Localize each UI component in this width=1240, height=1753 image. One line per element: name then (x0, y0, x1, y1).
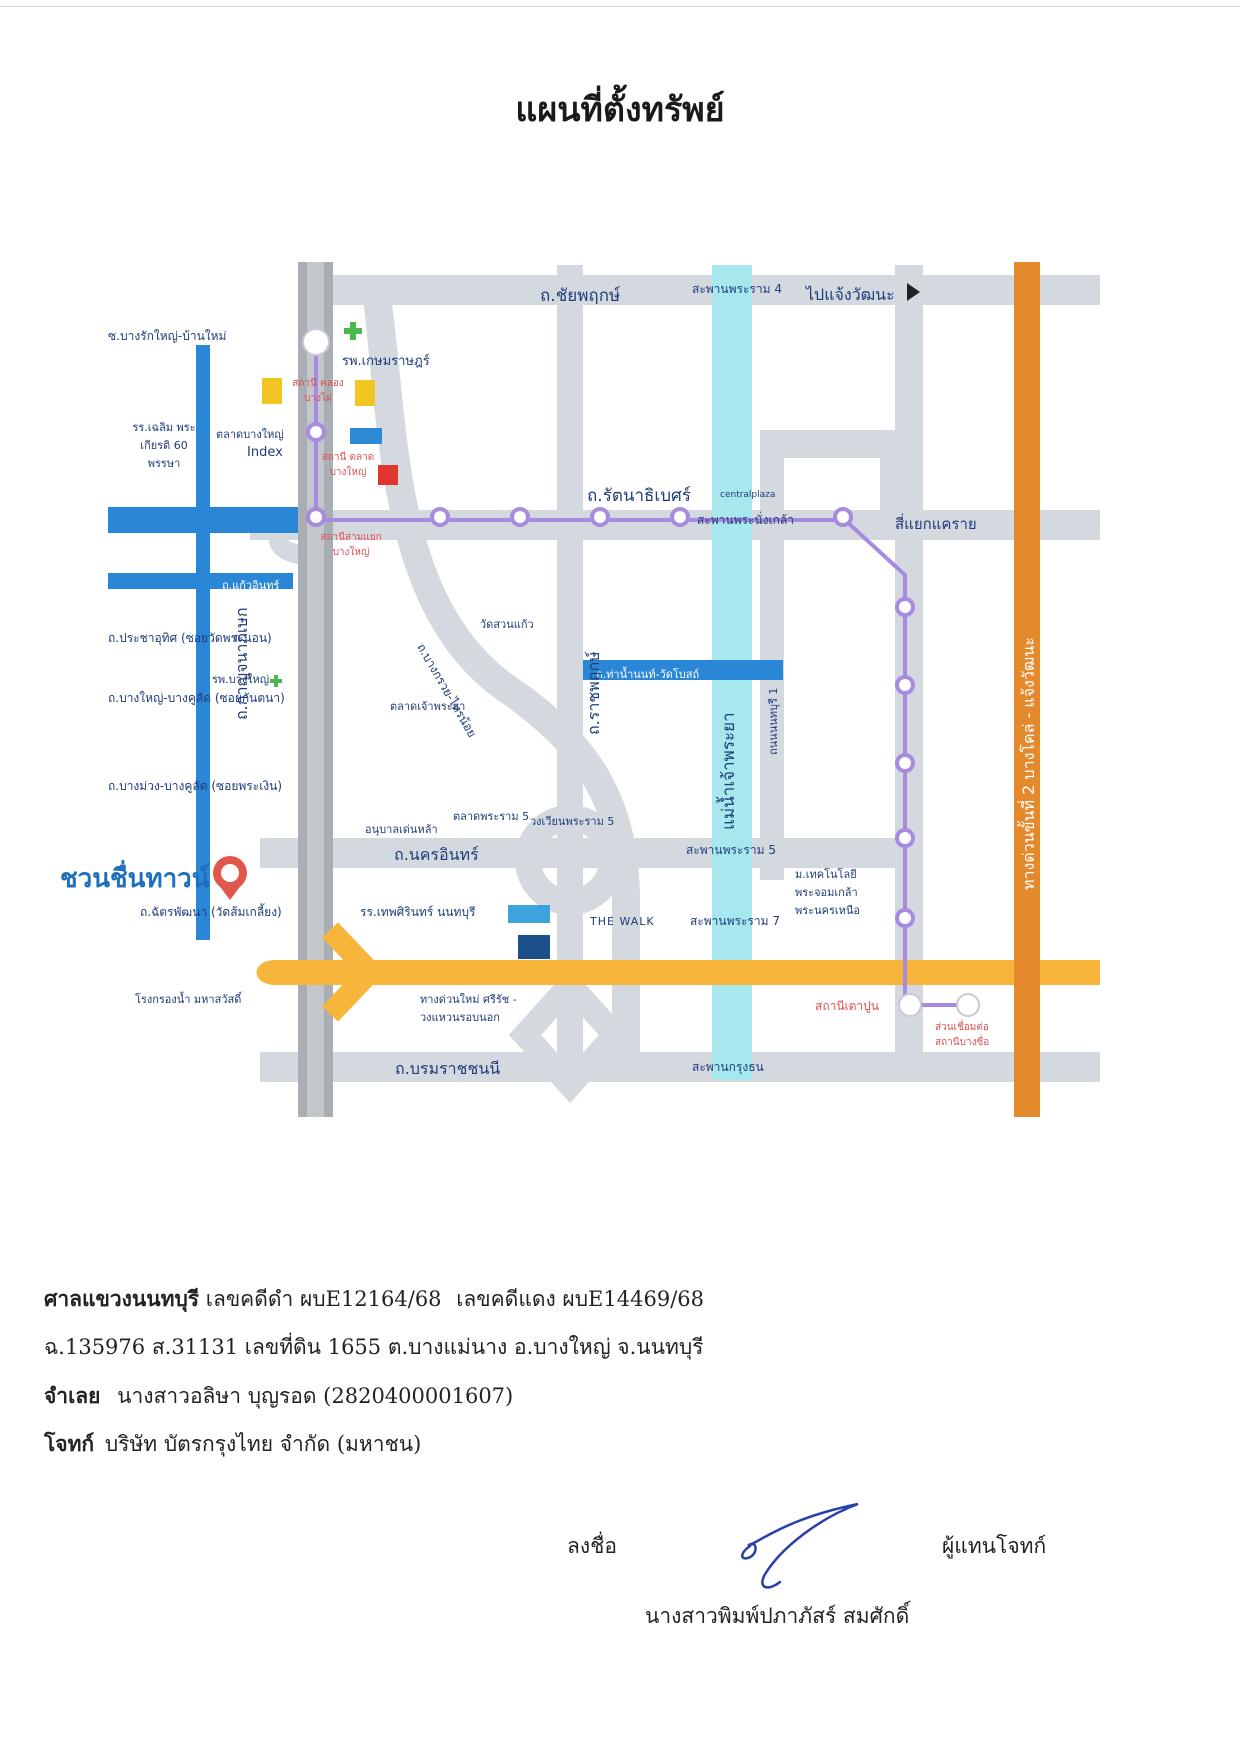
page-title: แผนที่ตั้งทรัพย์ (515, 90, 725, 130)
court-label: ศาลแขวงนนทบุรี (44, 1286, 200, 1311)
road-label: ถ.ฉัตรพัฒนา (วัดส้มเกลี้ยง) (140, 905, 282, 919)
place-label: ม.เทคโนโลยี พระจอมเกล้า พระนครเหนือ (795, 868, 860, 917)
title-deed-line: ฉ.135976 ส.31131 เลขที่ดิน 1655 ต.บางแม่… (44, 1335, 704, 1359)
roundabout-label: วงเวียนพระราม 5 (530, 815, 615, 828)
plaintiff-label: โจทก์ (44, 1431, 95, 1456)
place-label: ตลาดพระราม 5 (453, 810, 530, 823)
place-label: รพ.เกษมราษฎร์ (342, 354, 430, 369)
store-logo-icon (262, 378, 282, 404)
station-label: สถานีเตาปูน (815, 999, 879, 1013)
signatory-name: นางสาวพิมพ์ปภาภัสร์ สมศักดิ์ (645, 1604, 910, 1628)
defendant-value: นางสาวอลิษา บุญรอด (2820400001607) (117, 1384, 514, 1408)
bridge-label: สะพานพระราม 7 (690, 914, 780, 928)
place-label: วัดสวนแก้ว (480, 618, 534, 631)
place-label: อนุบาลเด่นหล้า (365, 823, 438, 836)
plaintiff-line: โจทก์ บริษัท บัตรกรุงไทย จำกัด (มหาชน) (44, 1428, 421, 1461)
road-label: ถ.ประชาอุทิศ (ซอยวัดพระนอน) (108, 631, 272, 645)
bridge-label: สะพานพระราม 5 (686, 843, 776, 857)
defendant-line: จำเลย นางสาวอลิษา บุญรอด (2820400001607) (44, 1380, 513, 1413)
place-label: ทางด่วนใหม่ ศรีรัช - วงแหวนรอบนอก (420, 993, 517, 1024)
sign-label: ลงชื่อ (567, 1534, 617, 1558)
handwritten-signature (741, 1502, 859, 1589)
direction-label: ไปแจ้งวัฒนะ (806, 285, 895, 304)
station-label: สถานีสามแยก บางใหญ่ (320, 532, 382, 558)
road-network (250, 265, 1100, 1103)
road-label-diagonal: ถ.บางกรวย-ไทรน้อย (414, 641, 480, 740)
bridge-label: สะพานกรุงธน (692, 1060, 764, 1074)
bridge-label: สะพานพระราม 4 (692, 282, 782, 296)
case-line-1: ศาลแขวงนนทบุรี เลขคดีดำ ผบE12164/68 เลขค… (44, 1283, 704, 1316)
location-pin-icon (213, 856, 247, 900)
place-label: ตลาดเจ้าพระยา (390, 700, 466, 713)
station-label: สถานี ตลาดบางใหญ่ (321, 452, 375, 478)
place-label: Index (247, 445, 283, 460)
road-label: ถ.บรมราชชนนี (395, 1059, 501, 1078)
place-label: โรงกรองน้ำ มหาสวัสดิ์ (135, 993, 242, 1006)
road-label: ถ.บางม่วง-บางคูลัด (ซอยพระเงิน) (108, 779, 283, 793)
place-label: ตลาดบางใหญ่ (216, 428, 284, 441)
road-label: ถ.แก้วอินทร์ (222, 579, 280, 592)
outer-ring-highway (256, 960, 1100, 985)
defendant-label: จำเลย (44, 1383, 101, 1408)
station-label: ส่วนเชื่อมต่อ สถานีบางซื่อ (935, 1022, 990, 1048)
place-label: THE WALK (590, 915, 655, 928)
top-rule (0, 6, 1240, 7)
road-label-vertical: ถ.กาญจนาภิเษก (232, 607, 251, 720)
road-label: ซ.บางรักใหญ่-บ้านใหม่ (108, 329, 227, 343)
arrow-right-icon (907, 283, 920, 301)
road-label: ถ.รัตนาธิเบศร์ (587, 486, 691, 506)
road-label-vertical: ถ.ราชพฤกษ์ (584, 651, 603, 735)
road-label: ถ.ชัยพฤกษ์ (540, 286, 621, 306)
place-label: centralplaza (720, 490, 776, 500)
road-label: ถ.บางใหญ่-บางคูลัด (ซอยกันตนา) (108, 691, 285, 705)
property-label: ชวนชื่นทาวน์ (60, 864, 210, 894)
hospital-cross-icon-small (270, 675, 282, 687)
place-label: รร.เฉลิม พระเกียรติ 60 พรรษา (132, 421, 196, 470)
plaintiff-value: บริษัท บัตรกรุงไทย จำกัด (มหาชน) (104, 1432, 422, 1456)
red-case-number: เลขคดีแดง ผบE14469/68 (456, 1287, 704, 1311)
place-label: รพ.บางใหญ่ (212, 673, 270, 686)
hospital-cross-icon (344, 322, 362, 340)
direction-label: สี่แยกแคราย (895, 515, 977, 533)
interchange-icons (302, 328, 980, 1017)
station-label: สถานี คลองบางไผ่ (292, 378, 344, 404)
expressway-label: ทางด่วนขั้นที่ 2 บางโคล่ - แจ้งวัฒนะ (1019, 637, 1038, 890)
metro-stations (306, 422, 915, 928)
expressway-stage2 (1014, 262, 1040, 1117)
canals (108, 345, 783, 940)
place-label: รร.เทพศิรินทร์ นนทบุรี (360, 905, 476, 919)
road-label-vertical: ถนนนนทบุรี 1 (767, 687, 780, 755)
bridge-label: สะพานพระนั่งเกล้า (697, 513, 794, 527)
river-label: แม่น้ำเจ้าพระยา (719, 712, 739, 830)
road-label: ถ.นครอินทร์ (394, 845, 479, 864)
black-case-number: เลขคดีดำ ผบE12164/68 (205, 1287, 442, 1311)
road-label: ถ.ท่าน้ำนนท์-วัดโบสถ์ (596, 668, 700, 681)
signatory-role: ผู้แทนโจทก์ (942, 1534, 1047, 1558)
